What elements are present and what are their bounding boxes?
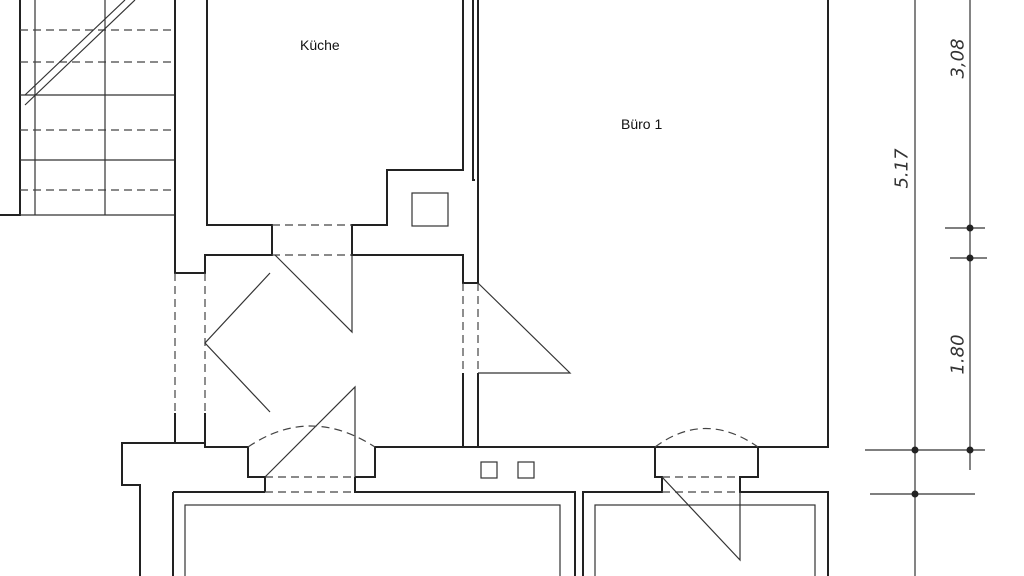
- dimension-lower: 1.80: [947, 334, 969, 375]
- dimension-lines: [865, 0, 987, 576]
- room-label-office: Büro 1: [621, 116, 663, 132]
- room-label-kitchen: Küche: [300, 37, 340, 53]
- staircase: [0, 0, 175, 216]
- doors: [174, 224, 759, 562]
- dimension-upper: 3,08: [947, 38, 969, 79]
- walls: [121, 0, 829, 576]
- dimension-outer: 5.17: [891, 148, 913, 189]
